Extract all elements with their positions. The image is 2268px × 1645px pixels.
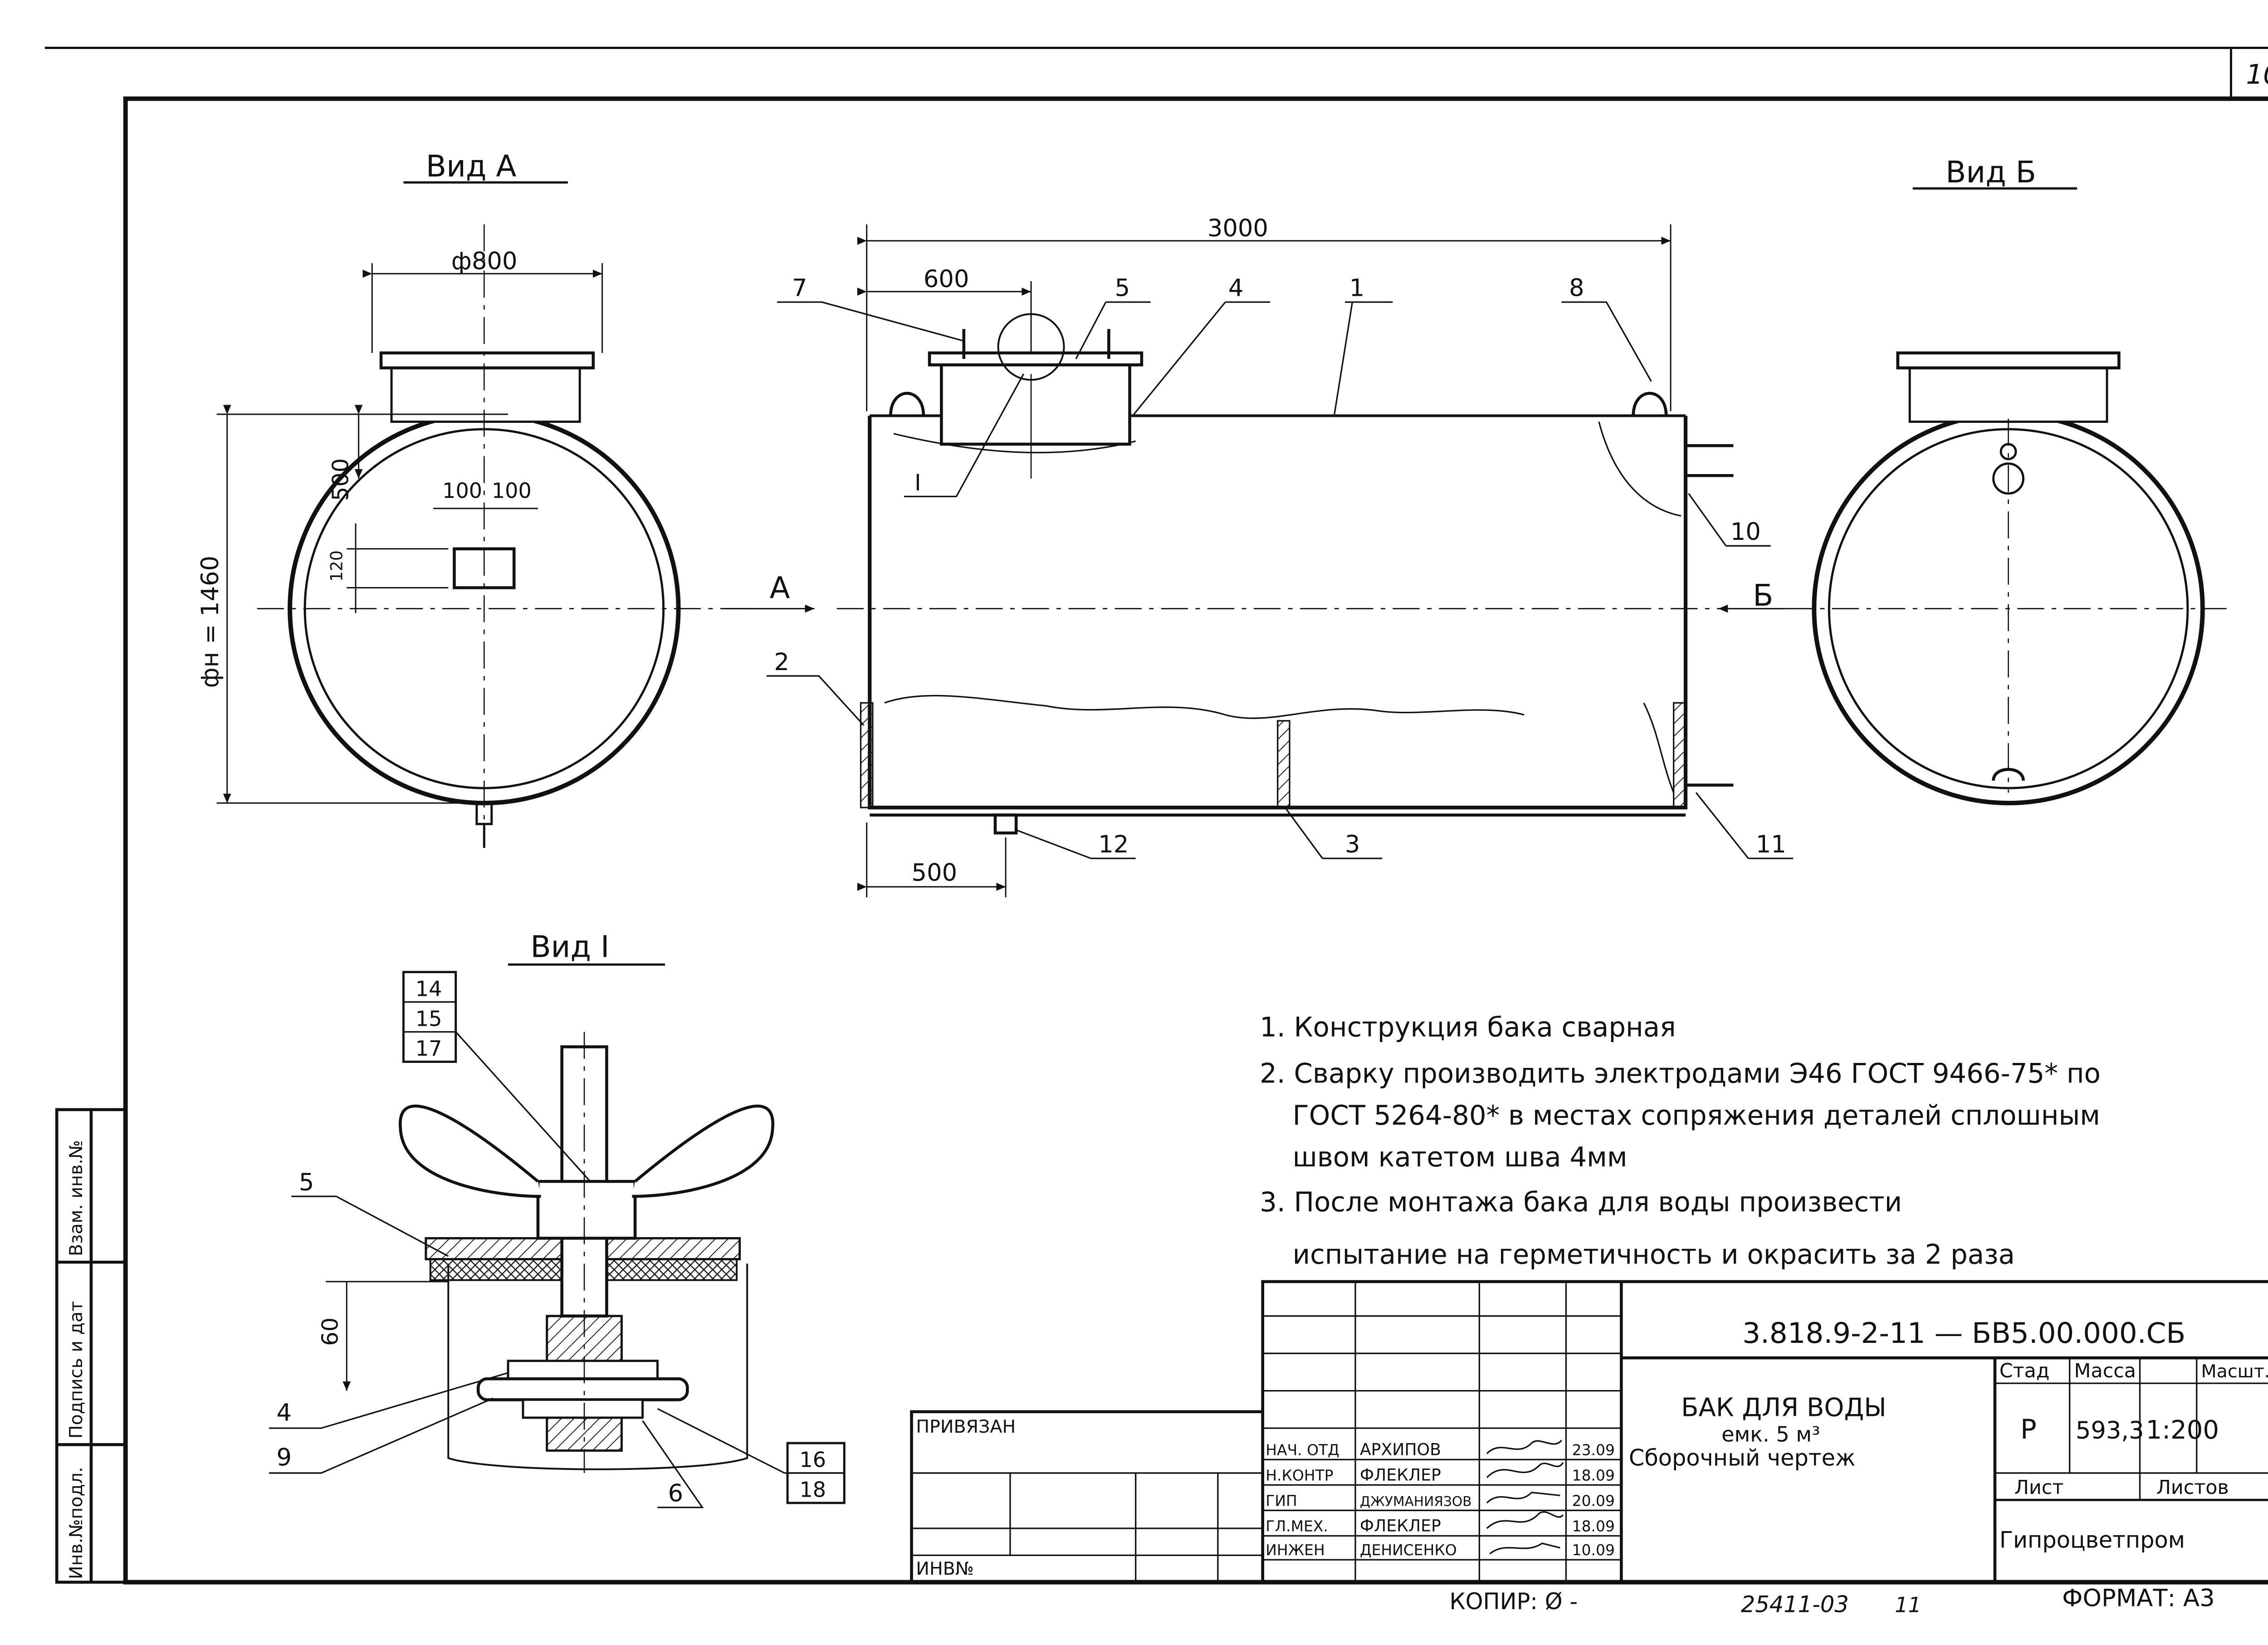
title-line-2: емк. 5 м³ <box>1721 1422 1820 1447</box>
view-a-title: Вид А <box>426 149 517 184</box>
signature-name: ДЕНИСЕНКО <box>1360 1541 1457 1559</box>
dim-window-height: 120 <box>327 550 346 582</box>
view-i-dimension <box>326 1281 449 1391</box>
detail-callout-17: 17 <box>415 1036 442 1061</box>
callout-10: 10 <box>1730 518 1761 546</box>
view-i-detail <box>399 1032 775 1473</box>
signature-name: ДЖУМАНИЯЗОВ <box>1360 1493 1472 1509</box>
signature-role: ГЛ.МЕХ. <box>1266 1517 1328 1535</box>
dim-bottom-offset: 500 <box>912 859 958 887</box>
signature-date: 10.09 <box>1572 1541 1615 1559</box>
callout-12: 12 <box>1098 831 1129 858</box>
callout-4: 4 <box>1228 274 1244 302</box>
view-a-shell <box>257 224 755 848</box>
bound-label: ПРИВЯЗАН <box>916 1416 1016 1437</box>
callout-3: 3 <box>1345 831 1360 858</box>
main-tank <box>836 313 1734 835</box>
dim-overall-length: 3000 <box>1207 215 1268 242</box>
note-3-cont: испытание на герметичность и окрасить за… <box>1293 1239 2015 1270</box>
title-line-3: Сборочный чертеж <box>1629 1444 1856 1471</box>
detail-callout-18: 18 <box>799 1478 826 1502</box>
side-stamp-replace: Взам. инв.№ <box>66 1140 87 1256</box>
callout-7: 7 <box>792 274 807 302</box>
signature-name: АРХИПОВ <box>1360 1439 1441 1459</box>
dim-window-half-right: 100 <box>492 479 532 503</box>
view-b-title: Вид Б <box>1945 155 2036 190</box>
organization: Гипроцветпром <box>1999 1527 2185 1553</box>
signature-date: 23.09 <box>1572 1441 1615 1459</box>
note-3: 3. После монтажа бака для воды произвест… <box>1260 1186 1902 1218</box>
title-line-1: БАК ДЛЯ ВОДЫ <box>1681 1393 1887 1423</box>
stage-header: Стад <box>1999 1360 2050 1382</box>
technical-notes: 1. Конструкция бака сварная 2. Сварку пр… <box>1260 1011 2101 1270</box>
signatures: НАЧ. ОТД АРХИПОВ 23.09 Н.КОНТР ФЛЕКЛЕР 1… <box>1266 1439 1615 1559</box>
callout-1: 1 <box>1349 274 1365 302</box>
signature-role: НАЧ. ОТД <box>1266 1441 1339 1459</box>
dim-bolt-length: 60 <box>317 1317 343 1346</box>
main-dimensions <box>724 224 1786 897</box>
note-1: 1. Конструкция бака сварная <box>1260 1011 1676 1043</box>
detail-callout-4: 4 <box>276 1399 292 1427</box>
dim-nozzle-height: 500 <box>327 458 354 501</box>
side-stamp-sign: Подпись и дат <box>66 1301 87 1439</box>
main-callout-leaders <box>766 301 1794 859</box>
detail-callout-6: 6 <box>668 1480 684 1508</box>
arrow-b-label: Б <box>1753 578 1773 613</box>
view-a-dimensions <box>216 263 603 804</box>
sheets-header: Листов <box>2156 1476 2229 1499</box>
arrow-a-label: А <box>770 571 790 606</box>
side-stamp <box>55 1108 127 1584</box>
stamp-number: 25411-03 <box>1741 1591 1849 1617</box>
inv-no-label: ИНВ№ <box>916 1558 973 1579</box>
detail-callout-5: 5 <box>299 1169 314 1196</box>
signature-role: ГИП <box>1266 1492 1297 1509</box>
dim-flange-diameter: ф800 <box>451 247 518 275</box>
callout-2: 2 <box>774 648 789 676</box>
callout-8: 8 <box>1569 274 1584 302</box>
detail-callout-16: 16 <box>799 1448 826 1472</box>
detail-mark: I <box>914 470 921 496</box>
note-2-cont: ГОСТ 5264-80* в местах сопряжения детале… <box>1293 1100 2100 1131</box>
signature-name: ФЛЕКЛЕР <box>1360 1516 1441 1535</box>
signature-date: 18.09 <box>1572 1466 1615 1484</box>
document-code: 3.818.9-2-11 — БВ5.00.000.СБ <box>1742 1317 2185 1350</box>
copied-by: КОПИР: Ø - <box>1450 1588 1578 1615</box>
sheet-format: ФОРМАТ: А3 <box>2062 1584 2214 1612</box>
stage-value: Р <box>2020 1414 2037 1445</box>
detail-callout-15: 15 <box>415 1006 442 1031</box>
dim-window-half-left: 100 <box>442 479 482 503</box>
view-i-title: Вид I <box>530 930 609 964</box>
callout-11: 11 <box>1756 831 1786 858</box>
note-2: 2. Сварку производить электродами Э46 ГО… <box>1260 1058 2101 1089</box>
page-number: 10 <box>2246 59 2268 90</box>
detail-callout-9: 9 <box>276 1444 292 1471</box>
signature-role: ИНЖЕН <box>1266 1541 1325 1559</box>
handwritten-signature-marks <box>1486 1439 1564 1555</box>
detail-callout-14: 14 <box>415 976 442 1001</box>
mass-value: 593,3 <box>2076 1417 2144 1444</box>
note-2-end: швом катетом шва 4мм <box>1293 1141 1628 1173</box>
mass-header: Масса <box>2074 1360 2136 1382</box>
scale-value: 1:200 <box>2146 1415 2219 1445</box>
scale-header: Масшт. <box>2201 1361 2268 1382</box>
signature-date: 20.09 <box>1572 1492 1615 1509</box>
title-block <box>910 1280 2268 1584</box>
signature-date: 18.09 <box>1572 1517 1615 1535</box>
signature-name: ФЛЕКЛЕР <box>1360 1465 1441 1484</box>
dim-hatch-offset: 600 <box>924 265 969 293</box>
signature-role: Н.КОНТР <box>1266 1466 1333 1484</box>
dim-shell-diameter: фн = 1460 <box>196 556 224 688</box>
view-b-shell <box>1785 351 2227 806</box>
stamp-index: 11 <box>1895 1592 1921 1617</box>
callout-5: 5 <box>1115 274 1130 302</box>
side-stamp-inv: Инв.№подл. <box>66 1467 87 1579</box>
detail-callout-leaders <box>269 971 846 1508</box>
sheet-header: Лист <box>2014 1476 2064 1499</box>
